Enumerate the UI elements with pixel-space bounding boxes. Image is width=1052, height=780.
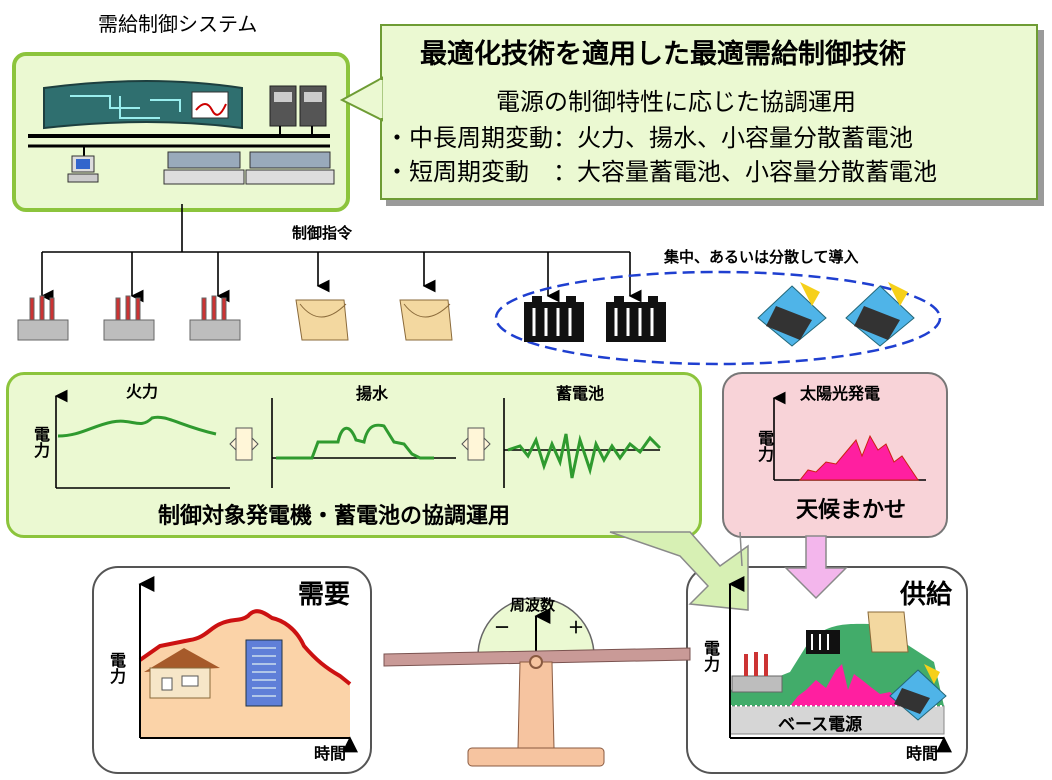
pumped-label: 揚水 (356, 384, 389, 403)
supply-y-axis-label: 電力 (701, 640, 720, 672)
solar-y-axis-label: 電力 (755, 430, 774, 462)
solar-panel-icon (845, 282, 915, 347)
system-label: 需給制御システム (98, 12, 258, 36)
battery-icon (524, 296, 584, 342)
solar-panel-icons (757, 282, 915, 347)
thermal-plant-icon (103, 295, 155, 341)
dam-icon (295, 299, 349, 341)
command-tree (40, 204, 642, 303)
distributed-label: 集中、あるいは分散して導入 (664, 248, 859, 266)
thermal-plant-icon (189, 295, 241, 341)
solar-title: 太陽光発電 (800, 384, 881, 403)
frequency-plus: ＋ (568, 618, 585, 637)
coordination-caption: 制御対象発電機・蓄電池の協調運用 (158, 504, 511, 529)
coordination-y-axis-label: 電力 (31, 426, 50, 458)
frequency-label: 周波数 (510, 596, 556, 614)
callout-title: 最適化技術を適用した最適需給制御技術 (420, 39, 906, 70)
scale-beam (383, 647, 691, 667)
callout-box (380, 24, 1038, 200)
supply-base-label: ベース電源 (778, 715, 863, 735)
callout-line-2: ・短周期変動 ：大容量蓄電池、小容量分散蓄電池 (385, 158, 937, 186)
thermal-plant-icons (17, 295, 241, 341)
demand-title: 需要 (298, 580, 351, 610)
distributed-ellipse (494, 270, 942, 366)
solar-caption: 天候まかせ (796, 498, 907, 523)
battery-icons (524, 296, 666, 342)
dam-icon (399, 299, 453, 341)
battery-label: 蓄電池 (556, 384, 605, 403)
thermal-label: 火力 (126, 382, 159, 401)
supply-title: 供給 (900, 580, 953, 610)
solar-panel-icon (757, 282, 827, 347)
scale-pivot (529, 655, 543, 669)
command-label: 制御指令 (292, 224, 353, 242)
system-panel (12, 52, 350, 212)
frequency-minus: － (494, 618, 511, 637)
supply-x-axis-label: 時間 (906, 744, 939, 763)
scale-base (467, 747, 605, 767)
dam-icons (295, 299, 453, 341)
callout-line-1: ・中長周期変動：火力、揚水、小容量分散蓄電池 (385, 124, 913, 152)
demand-y-axis-label: 電力 (107, 652, 126, 684)
thermal-plant-icon (17, 295, 69, 341)
battery-icon (606, 296, 666, 342)
demand-x-axis-label: 時間 (314, 744, 347, 763)
scale-post (517, 661, 555, 749)
callout-subtitle: 電源の制御特性に応じた協調運用 (496, 88, 856, 116)
